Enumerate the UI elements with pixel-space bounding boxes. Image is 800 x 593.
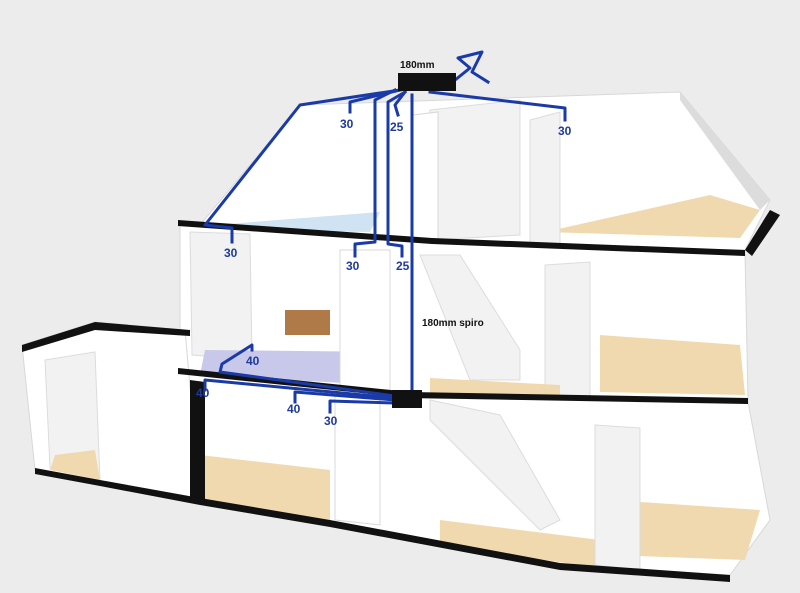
duct-upper-mid-25 — [386, 89, 408, 258]
distribution-box — [392, 390, 422, 408]
extension-floor — [50, 450, 100, 480]
vanity-cabinet — [285, 310, 330, 335]
ground-partition — [334, 394, 381, 526]
upper-floor — [179, 221, 749, 406]
label-upper-mid-right: 25 — [396, 259, 410, 273]
label-attic-left: 30 — [340, 117, 354, 131]
attic-room-wall — [429, 99, 521, 241]
extension-roof-edge — [22, 322, 190, 352]
duct-ground-40b — [203, 378, 397, 400]
label-ground-d: 30 — [324, 414, 338, 428]
duct-attic-right-30 — [428, 90, 567, 122]
label-ground-c: 40 — [287, 402, 301, 416]
label-riser: 180mm spiro — [422, 318, 484, 329]
label-ground-b: 40 — [196, 386, 210, 400]
label-attic-right: 30 — [558, 124, 572, 138]
duct-network — [203, 50, 567, 414]
label-ground-a: 40 — [246, 354, 260, 368]
duct-ground-40c — [293, 390, 397, 404]
base-slab — [35, 468, 730, 582]
ground-floor-wood-right — [610, 500, 760, 560]
upper-door-wall — [544, 261, 591, 406]
side-slab — [745, 210, 780, 256]
attic — [199, 91, 771, 251]
upper-slab — [178, 220, 745, 256]
label-upper-mid-left: 30 — [346, 259, 360, 273]
roof-edge — [680, 92, 770, 210]
ground-slab — [178, 368, 748, 404]
duct-ground-40a — [218, 343, 397, 398]
attic-floor-right — [545, 195, 760, 238]
attic-wall-right — [529, 111, 561, 249]
staircase-upper — [419, 254, 521, 381]
attic-chimney — [412, 111, 439, 246]
label-upper-bath: 30 — [224, 246, 238, 260]
ground-floor-wood-mid — [440, 520, 600, 568]
roof-terminal-duct — [452, 50, 491, 85]
ground-doorframe — [190, 380, 205, 500]
side-extension — [21, 321, 201, 501]
upper-bath-wall — [189, 231, 253, 361]
staircase-ground — [429, 399, 561, 531]
duct-attic-mid-25 — [393, 89, 408, 117]
label-unit-top: 180mm — [400, 60, 435, 71]
duct-attic-bath-30 — [203, 88, 402, 244]
upper-floor-wood — [600, 335, 745, 395]
label-attic-mid: 25 — [390, 120, 404, 134]
ground-door-wall — [594, 424, 641, 571]
duct-upper-mid-30 — [353, 87, 398, 258]
duct-ground-30 — [328, 399, 397, 414]
ventilation-unit — [398, 73, 456, 91]
